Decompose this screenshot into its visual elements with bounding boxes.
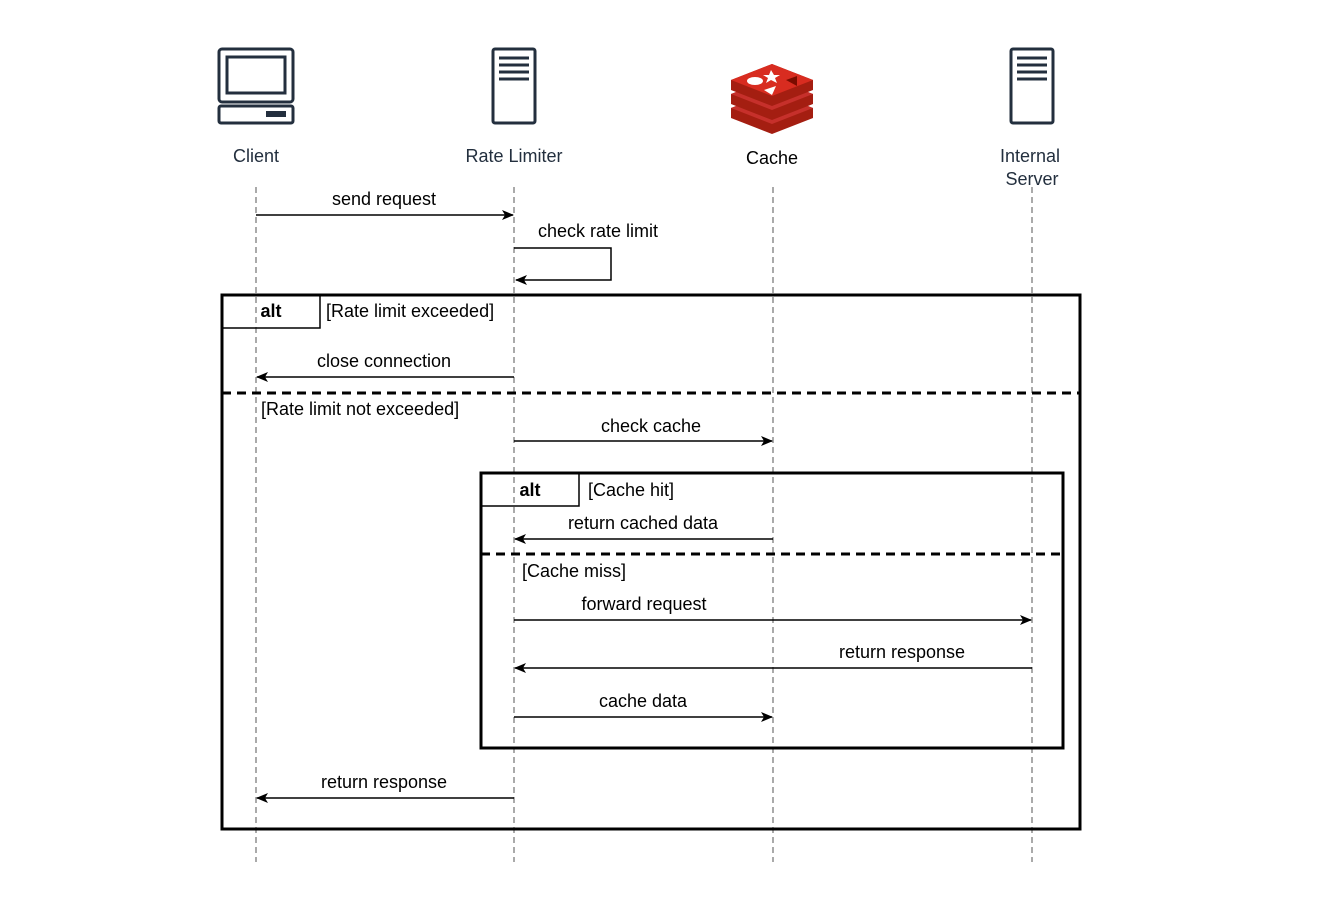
message-label: return response (321, 772, 447, 792)
alt-fragment-tab (222, 294, 321, 329)
message-label: return cached data (568, 513, 719, 533)
message-label: check cache (601, 416, 701, 436)
participant-label-internal-server-line1: Internal (1000, 146, 1060, 166)
participant-label-client: Client (233, 146, 279, 166)
message-label: send request (332, 189, 436, 209)
guard-cache-hit: [Cache hit] (588, 480, 674, 500)
server-icon (1009, 47, 1055, 125)
message-label: close connection (317, 351, 451, 371)
fragment-keyword-alt: alt (260, 301, 281, 321)
fragment-keyword-alt: alt (519, 480, 540, 500)
self-message-arrow (514, 247, 612, 285)
alt-fragment-rate-limit (220, 293, 1082, 831)
server-icon (491, 47, 537, 125)
message-label: check rate limit (538, 221, 658, 241)
participant-label-rate-limiter: Rate Limiter (465, 146, 562, 166)
guard-rate-limit-not-exceeded: [Rate limit not exceeded] (261, 399, 459, 419)
message-label: forward request (581, 594, 706, 614)
participant-label-cache: Cache (746, 148, 798, 168)
message-label: return response (839, 642, 965, 662)
redis-cache-icon (731, 64, 813, 134)
alt-fragment-cache (479, 471, 1065, 750)
client-computer-icon (217, 47, 295, 125)
alt-fragment-tab (481, 472, 580, 507)
message-label: cache data (599, 691, 688, 711)
guard-cache-miss: [Cache miss] (522, 561, 626, 581)
guard-rate-limit-exceeded: [Rate limit exceeded] (326, 301, 494, 321)
participant-label-internal-server-line2: Server (1005, 169, 1058, 189)
